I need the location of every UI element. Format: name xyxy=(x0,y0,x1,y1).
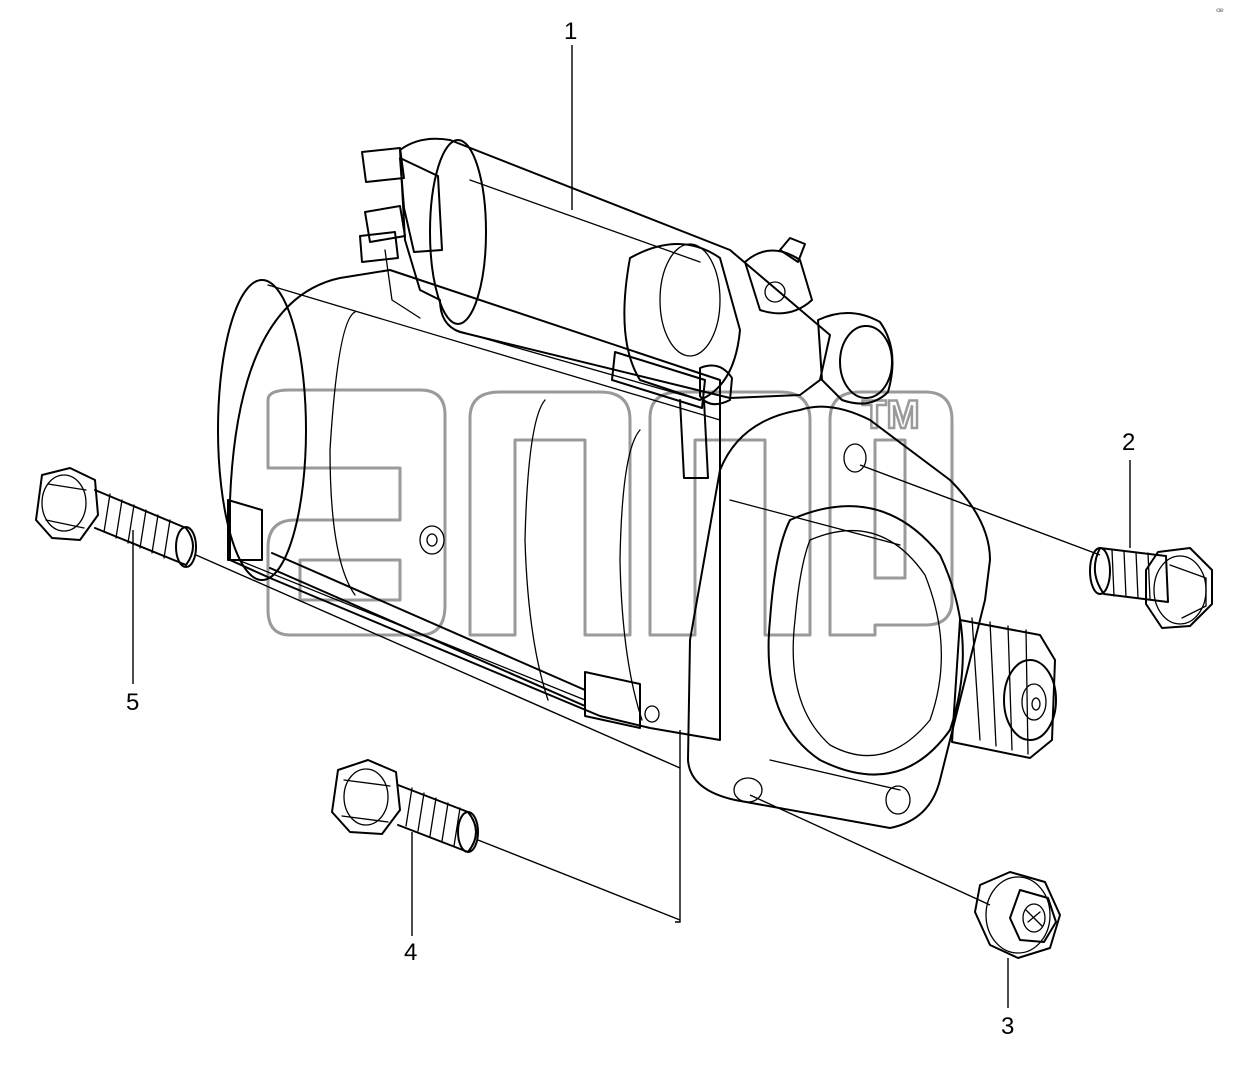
callout-labels: 1 2 3 4 5 xyxy=(126,18,1135,1040)
bolt-part-2 xyxy=(1089,547,1213,629)
bolt-part-4 xyxy=(331,759,479,853)
callout-2: 2 xyxy=(1122,429,1135,456)
trademark-mark: TM xyxy=(862,393,920,437)
nut-part-3 xyxy=(974,871,1061,959)
callout-1: 1 xyxy=(564,18,577,45)
leader-lines xyxy=(132,45,1131,1008)
watermark-logo: TM xyxy=(266,388,954,637)
callout-3: 3 xyxy=(1001,1013,1014,1040)
corner-stamp: ꟹ xyxy=(1216,5,1224,19)
callout-4: 4 xyxy=(404,939,417,966)
bolt-part-5 xyxy=(35,467,197,568)
callout-5: 5 xyxy=(126,689,139,716)
starter-motor xyxy=(217,137,1057,829)
